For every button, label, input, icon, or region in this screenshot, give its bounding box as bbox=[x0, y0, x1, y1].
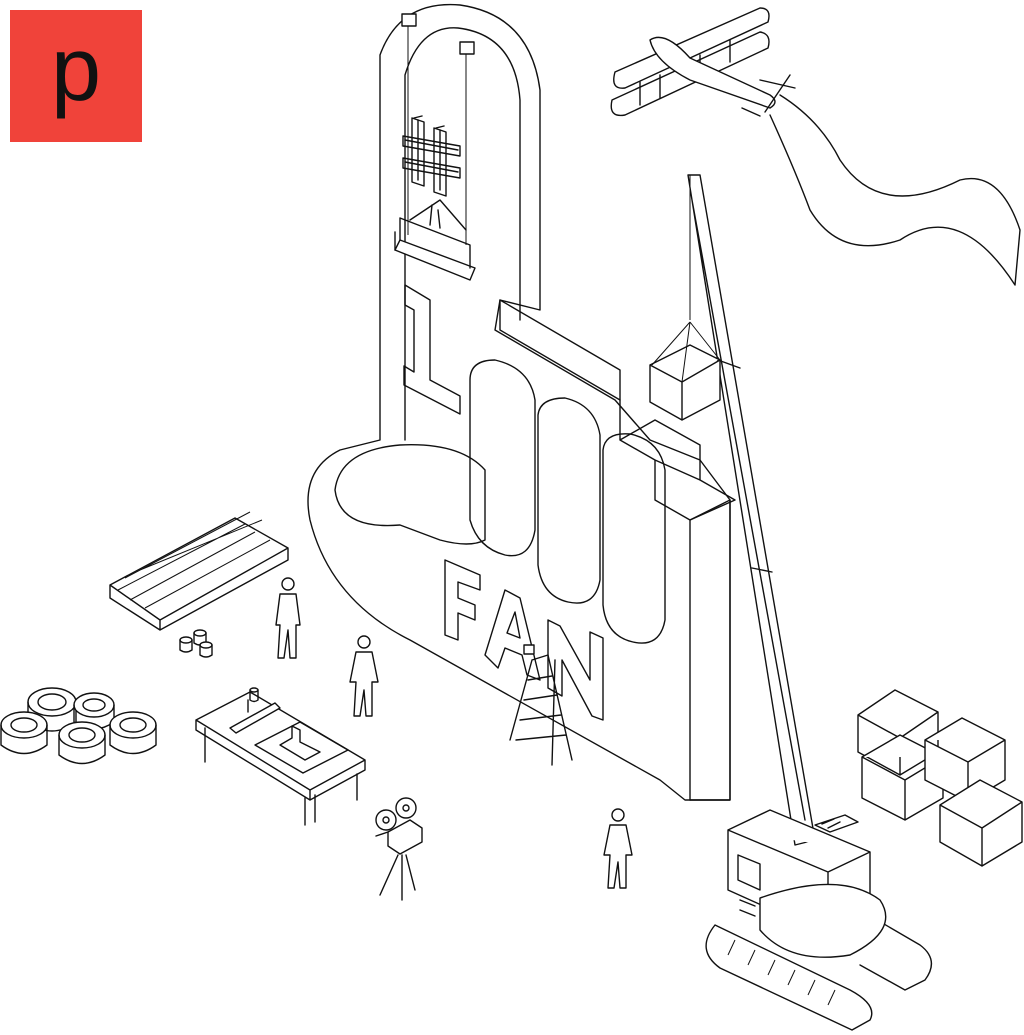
letter-a bbox=[484, 589, 541, 681]
hanging-work-platform bbox=[394, 13, 476, 281]
biplane-banner bbox=[769, 94, 1021, 286]
crane-boom bbox=[687, 174, 816, 846]
sign-side-face bbox=[689, 499, 731, 801]
crane-hanging-box bbox=[649, 344, 721, 421]
paint-cans bbox=[179, 629, 213, 658]
stacked-cubes bbox=[857, 689, 1023, 867]
digit-one bbox=[403, 284, 461, 415]
crane-door bbox=[737, 854, 761, 917]
step-ladder bbox=[509, 644, 573, 766]
worker-3 bbox=[603, 808, 633, 889]
curled-finger-1 bbox=[469, 359, 536, 557]
brand-logo[interactable]: p bbox=[10, 10, 142, 142]
brand-p-logo-icon: p bbox=[51, 20, 101, 120]
crawler-crane bbox=[649, 174, 933, 1031]
crane-track bbox=[705, 924, 873, 1031]
biplane-propeller bbox=[741, 74, 796, 117]
curled-finger-2 bbox=[537, 397, 601, 604]
fan-lettering bbox=[444, 559, 604, 721]
crane-vent bbox=[814, 814, 859, 833]
foam-finger-sign bbox=[307, 3, 736, 801]
finger-inner-outline bbox=[404, 27, 521, 441]
sign-step-blocks bbox=[619, 399, 736, 801]
biplane-top-wing bbox=[613, 7, 770, 89]
tire-rings bbox=[0, 687, 157, 765]
blueprint-sheet bbox=[254, 721, 349, 774]
worker-1 bbox=[275, 577, 301, 659]
curled-finger-3 bbox=[602, 433, 666, 644]
crane-boom-section bbox=[717, 359, 773, 573]
film-camera bbox=[375, 797, 423, 901]
worker-2 bbox=[349, 635, 379, 717]
logo-letter: p bbox=[51, 20, 101, 120]
rolled-plan bbox=[229, 702, 281, 734]
work-table bbox=[195, 687, 366, 826]
biplane-fuselage bbox=[649, 36, 776, 109]
lumber-stack bbox=[109, 511, 289, 631]
finger-side-face bbox=[499, 299, 621, 401]
letter-n bbox=[547, 619, 604, 721]
foam-finger-outline bbox=[307, 3, 731, 801]
hash-symbol bbox=[402, 115, 461, 197]
thumb bbox=[334, 444, 486, 545]
crane-base-plate bbox=[759, 883, 887, 958]
biplane bbox=[610, 7, 796, 117]
letter-f bbox=[444, 559, 481, 641]
